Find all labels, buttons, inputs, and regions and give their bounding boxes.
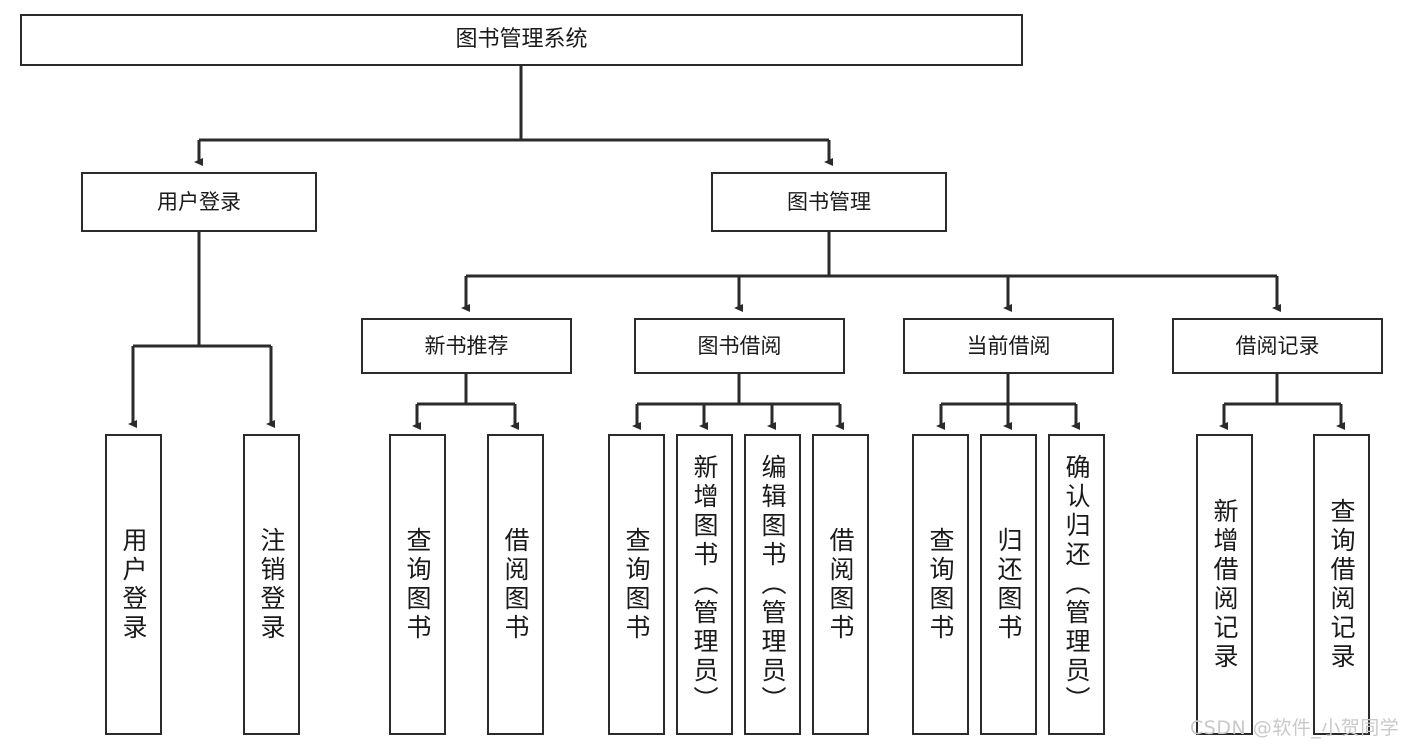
node-current-borrow[interactable]: 当前借阅 bbox=[903, 318, 1114, 374]
leaf-logout[interactable]: 注销登录 bbox=[243, 434, 300, 735]
node-label: 借阅记录 bbox=[1235, 333, 1320, 358]
node-book-management[interactable]: 图书管理 bbox=[711, 172, 947, 232]
node-label: 查询图书 bbox=[622, 526, 651, 643]
leaf-bb-query-book[interactable]: 查询图书 bbox=[608, 434, 665, 735]
node-borrow-record[interactable]: 借阅记录 bbox=[1172, 318, 1383, 374]
leaf-user-login[interactable]: 用户登录 bbox=[105, 434, 162, 735]
leaf-bb-edit-book-admin[interactable]: 编辑图书（管理员） bbox=[744, 434, 801, 735]
node-label: 当前借阅 bbox=[966, 333, 1051, 358]
node-label: 图书管理 bbox=[787, 189, 871, 214]
leaf-cb-confirm-return-admin[interactable]: 确认归还（管理员） bbox=[1048, 434, 1105, 735]
node-new-book-recommend[interactable]: 新书推荐 bbox=[361, 318, 572, 374]
node-label: 借阅图书 bbox=[501, 526, 530, 643]
leaf-bb-borrow-book[interactable]: 借阅图书 bbox=[812, 434, 869, 735]
node-book-management-system[interactable]: 图书管理系统 bbox=[20, 14, 1023, 66]
node-user-login[interactable]: 用户登录 bbox=[81, 172, 317, 232]
leaf-br-add-record[interactable]: 新增借阅记录 bbox=[1196, 434, 1253, 735]
leaf-bb-add-book-admin[interactable]: 新增图书（管理员） bbox=[676, 434, 733, 735]
node-label: 注销登录 bbox=[257, 526, 286, 643]
node-book-borrow[interactable]: 图书借阅 bbox=[634, 318, 845, 374]
node-label: 新增借阅记录 bbox=[1210, 497, 1239, 672]
node-label: 编辑图书（管理员） bbox=[758, 454, 787, 715]
leaf-cb-return-book[interactable]: 归还图书 bbox=[980, 434, 1037, 735]
node-label: 查询借阅记录 bbox=[1327, 497, 1356, 672]
node-label: 新书推荐 bbox=[424, 333, 509, 358]
node-label: 新增图书（管理员） bbox=[690, 454, 719, 715]
node-label: 归还图书 bbox=[994, 526, 1023, 643]
leaf-nb-borrow-book[interactable]: 借阅图书 bbox=[487, 434, 544, 735]
node-label: 查询图书 bbox=[403, 526, 432, 643]
node-label: 确认归还（管理员） bbox=[1062, 454, 1091, 715]
leaf-nb-query-book[interactable]: 查询图书 bbox=[389, 434, 446, 735]
node-label: 图书借阅 bbox=[697, 333, 782, 358]
node-label: 借阅图书 bbox=[826, 526, 855, 643]
node-label: 查询图书 bbox=[926, 526, 955, 643]
node-label: 图书管理系统 bbox=[455, 27, 588, 53]
watermark: CSDN @软件_小贺同学 bbox=[1190, 717, 1400, 739]
node-label: 用户登录 bbox=[157, 189, 241, 214]
node-label: 用户登录 bbox=[119, 526, 148, 643]
leaf-br-query-record[interactable]: 查询借阅记录 bbox=[1313, 434, 1370, 735]
leaf-cb-query-book[interactable]: 查询图书 bbox=[912, 434, 969, 735]
